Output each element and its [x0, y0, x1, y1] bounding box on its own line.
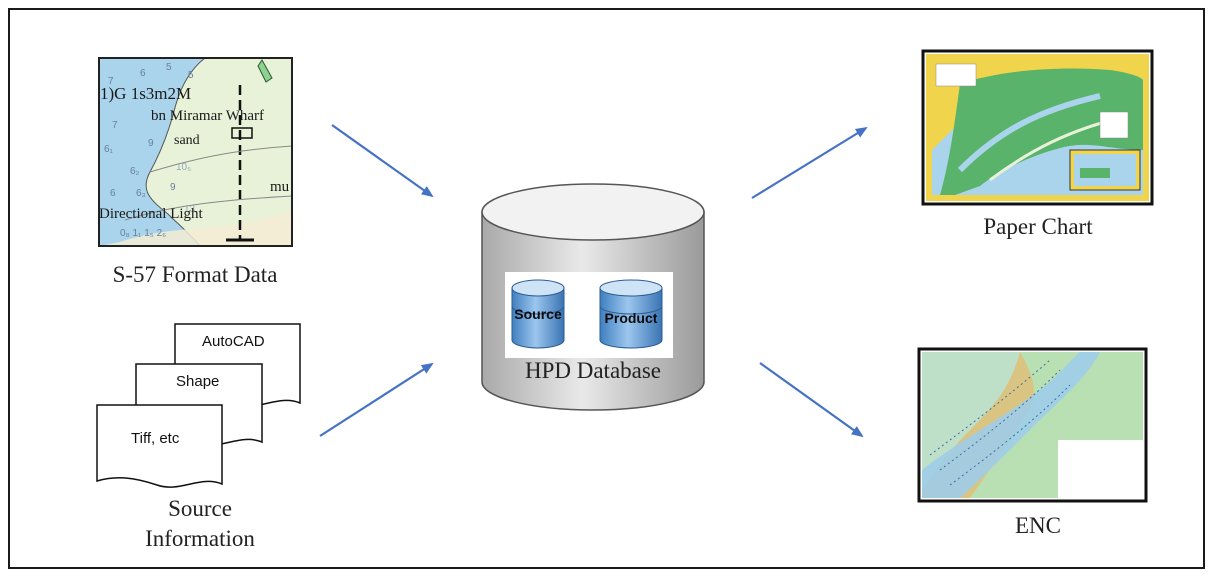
document-icon-tiff [96, 404, 223, 488]
source-caption-line1: Source [168, 496, 232, 521]
source-caption-line2: Information [145, 526, 255, 551]
arrow-db-to-paper-chart [751, 126, 868, 199]
arrow-source-to-db [319, 362, 434, 437]
s57-map-image: 7 6 5 5 7 6₁ 6₂ 6 6₃ 9 9 0₈ 1₁ 1₅ 2₆ 10₆… [98, 57, 293, 247]
svg-text:6₂: 6₂ [130, 166, 140, 177]
paper-chart-caption: Paper Chart [983, 214, 1093, 239]
svg-text:6₁: 6₁ [104, 144, 114, 155]
source-db-icon [511, 279, 565, 349]
s57-map-label: bn Miramar Wharf [151, 108, 265, 124]
database-cylinder-icon [481, 183, 705, 411]
s57-map-label: Directional Light [99, 206, 203, 222]
document-label-autocad: AutoCAD [202, 333, 265, 350]
document-label-tiff: Tiff, etc [131, 430, 180, 447]
svg-text:5: 5 [188, 70, 194, 81]
s57-map-label: mu [270, 179, 290, 195]
product-db-icon [599, 279, 663, 349]
document-label-shape: Shape [176, 373, 220, 390]
svg-text:6: 6 [140, 68, 146, 79]
svg-text:10₆: 10₆ [176, 162, 191, 173]
s57-map-label: sand [174, 133, 200, 148]
svg-text:13: 13 [184, 204, 196, 215]
svg-text:9: 9 [170, 182, 176, 193]
product-db-label: Product [604, 310, 658, 326]
paper-chart-image [921, 49, 1154, 206]
s57-caption: S-57 Format Data [112, 262, 278, 287]
enc-caption: ENC [1015, 513, 1061, 538]
svg-text:7: 7 [112, 120, 118, 131]
document-stack [96, 323, 301, 488]
svg-text:0₈ 1₁ 1₅ 2₆: 0₈ 1₁ 1₅ 2₆ [120, 228, 166, 239]
arrow-db-to-enc [759, 362, 864, 438]
svg-text:6₃: 6₃ [136, 188, 146, 199]
svg-text:6: 6 [110, 188, 116, 199]
enc-image [917, 347, 1148, 503]
database-caption: HPD Database [524, 358, 662, 383]
arrow-s57-to-db [331, 124, 434, 198]
source-db-label: Source [514, 306, 562, 322]
svg-text:9: 9 [148, 138, 154, 149]
svg-text:7: 7 [108, 76, 114, 87]
s57-map-label: 1)G 1s3m2M [100, 84, 192, 103]
svg-text:5: 5 [166, 62, 172, 73]
